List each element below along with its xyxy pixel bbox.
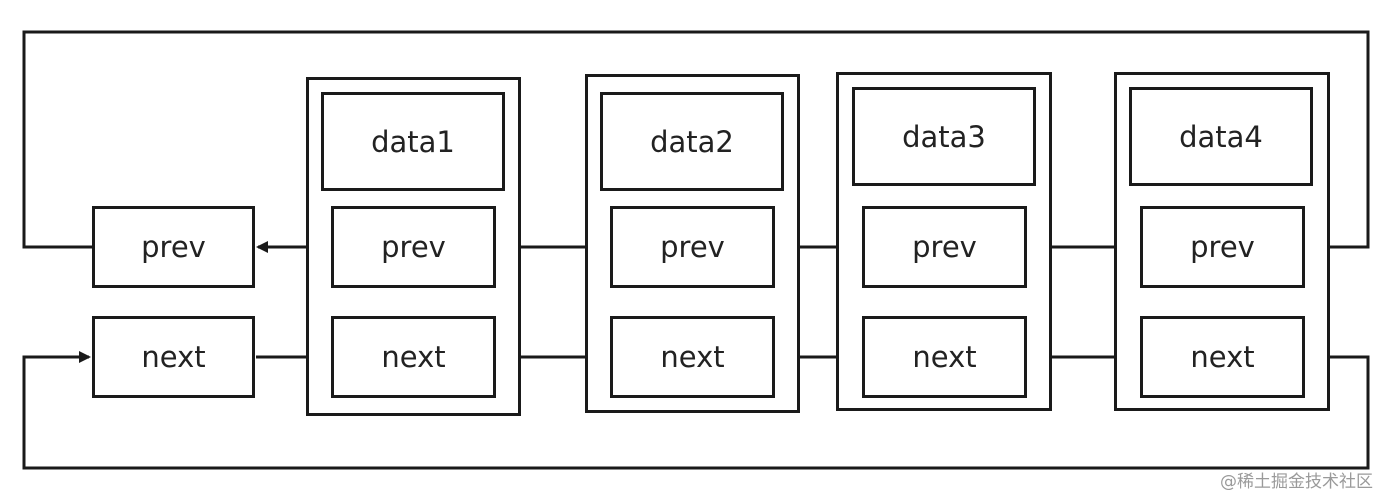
node-3-prev: prev [862,206,1027,288]
node-1-prev: prev [331,206,496,288]
node-4-data: data4 [1129,87,1313,186]
node-2-next: next [610,316,775,398]
prev-wrap-line [22,30,1370,253]
node-1-next: next [331,316,496,398]
head-next-box: next [92,316,255,398]
node-2-prev: prev [610,206,775,288]
node-4-prev: prev [1140,206,1305,288]
head-prev-box: prev [92,206,255,288]
node-3-data: data3 [852,87,1036,186]
node-3-next: next [862,316,1027,398]
next-wrap-line [22,351,1370,470]
node-4-next: next [1140,316,1305,398]
watermark: @稀土掘金技术社区 [1220,472,1373,492]
node-1-data: data1 [321,92,505,191]
node-2-data: data2 [600,92,784,191]
